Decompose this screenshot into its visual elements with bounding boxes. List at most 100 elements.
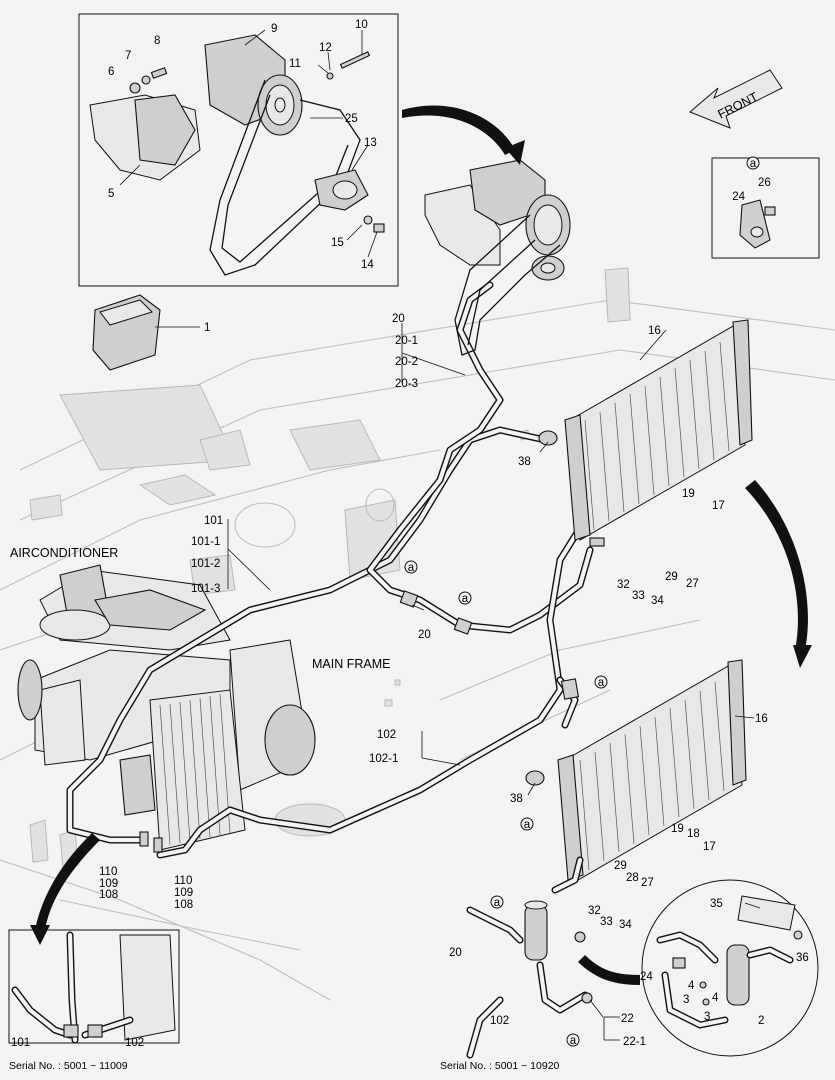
label-101-3: 101-3	[191, 583, 220, 595]
label-102-1: 102-1	[369, 753, 398, 765]
label-102-detail: 102	[125, 1037, 144, 1049]
marker-a-2: a	[404, 560, 418, 574]
marker-a-3: a	[458, 591, 472, 605]
label-22: 22	[621, 1013, 634, 1025]
serial-left: Serial No. : 5001 ~ 11009	[9, 1060, 128, 1072]
label-18: 18	[687, 828, 700, 840]
label-36: 36	[796, 952, 809, 964]
label-10: 10	[355, 19, 368, 31]
label-102: 102	[377, 729, 396, 741]
label-109-right: 109	[174, 887, 193, 899]
label-33-top: 33	[632, 590, 645, 602]
label-7: 7	[125, 50, 131, 62]
label-20-top: 20	[392, 313, 405, 325]
callout-arrows	[30, 105, 812, 985]
label-32-top: 32	[617, 579, 630, 591]
refrigerant-hoses	[66, 281, 594, 859]
label-8: 8	[154, 35, 160, 47]
condenser-upper-fins	[584, 341, 730, 531]
label-20-2: 20-2	[395, 356, 418, 368]
label-14: 14	[361, 259, 374, 271]
label-5: 5	[108, 188, 114, 200]
label-17-top: 17	[712, 500, 725, 512]
label-20-1: 20-1	[395, 335, 418, 347]
label-22-1: 22-1	[623, 1036, 646, 1048]
svg-text:a: a	[408, 562, 415, 574]
leader-lines	[119, 29, 761, 1041]
label-19-top: 19	[682, 488, 695, 500]
label-9: 9	[271, 23, 277, 35]
label-20-mid: 20	[418, 629, 431, 641]
condenser-lower	[525, 659, 747, 881]
label-108-left: 108	[99, 889, 118, 901]
receiver-drier	[466, 856, 593, 1059]
label-3a: 3	[683, 994, 689, 1006]
label-13: 13	[364, 137, 377, 149]
label-25: 25	[345, 113, 358, 125]
bracket-detail-box	[711, 157, 820, 259]
label-101: 101	[204, 515, 223, 527]
main-frame-label: MAIN FRAME	[312, 657, 390, 671]
label-12: 12	[319, 42, 332, 54]
label-109-left: 109	[99, 878, 118, 890]
label-15: 15	[331, 237, 344, 249]
front-arrow	[689, 69, 783, 129]
label-2: 2	[758, 1015, 764, 1027]
title-airconditioner: AIRCONDITIONER	[10, 546, 118, 560]
label-101-detail: 101	[11, 1037, 30, 1049]
marker-a-7: a	[566, 1033, 580, 1047]
label-26: 26	[758, 177, 771, 189]
label-27-top: 27	[686, 578, 699, 590]
label-20-3: 20-3	[395, 378, 418, 390]
label-38-bottom: 38	[510, 793, 523, 805]
label-108-right: 108	[174, 899, 193, 911]
marker-a-5: a	[520, 817, 534, 831]
control-panel	[92, 294, 161, 371]
serial-right: Serial No. : 5001 ~ 10920	[440, 1060, 560, 1072]
label-16-bottom: 16	[755, 713, 768, 725]
label-110-right: 110	[174, 875, 192, 887]
svg-text:a: a	[462, 593, 469, 605]
part-number-labels: 9 10 11 12 8 7 6 25 13 5 15 14 24 26 1 2…	[11, 19, 809, 1049]
compressor-assembly	[424, 159, 571, 356]
label-34-top: 34	[651, 595, 664, 607]
marker-a-4: a	[594, 675, 608, 689]
svg-text:a: a	[598, 677, 605, 689]
svg-text:a: a	[524, 819, 531, 831]
hose-clamps	[139, 483, 605, 853]
label-3b: 3	[704, 1011, 710, 1023]
condenser-lower-fins	[579, 681, 725, 871]
label-27-bottom: 27	[641, 877, 654, 889]
drier-detail-circle	[641, 879, 819, 1057]
marker-a-1: a	[746, 156, 760, 170]
label-20-bottom: 20	[449, 947, 462, 959]
label-35: 35	[710, 898, 723, 910]
compressor-detail-box	[78, 13, 399, 287]
label-34-bottom: 34	[619, 919, 632, 931]
svg-text:a: a	[750, 158, 757, 170]
label-29-top: 29	[665, 571, 678, 583]
condenser-upper	[538, 319, 753, 541]
label-38-top: 38	[518, 456, 531, 468]
label-28: 28	[626, 872, 639, 884]
label-110-left: 110	[99, 866, 117, 878]
label-101-1: 101-1	[191, 536, 220, 548]
air-conditioner-unit	[17, 564, 316, 851]
label-4a: 4	[688, 980, 695, 992]
svg-text:a: a	[494, 897, 501, 909]
marker-a-6: a	[490, 895, 504, 909]
label-19-bottom: 19	[671, 823, 684, 835]
label-6: 6	[108, 66, 114, 78]
label-17-bottom: 17	[703, 841, 716, 853]
label-32-bottom: 32	[588, 905, 601, 917]
label-24-top: 24	[732, 191, 745, 203]
label-101-2: 101-2	[191, 558, 220, 570]
label-4b: 4	[712, 992, 719, 1004]
label-29-bottom: 29	[614, 860, 627, 872]
detail-markers: a a a a a a a	[404, 156, 760, 1047]
label-33-bottom: 33	[600, 916, 613, 928]
label-1: 1	[204, 322, 210, 334]
svg-text:a: a	[570, 1035, 577, 1047]
label-24-bottom: 24	[640, 971, 653, 983]
